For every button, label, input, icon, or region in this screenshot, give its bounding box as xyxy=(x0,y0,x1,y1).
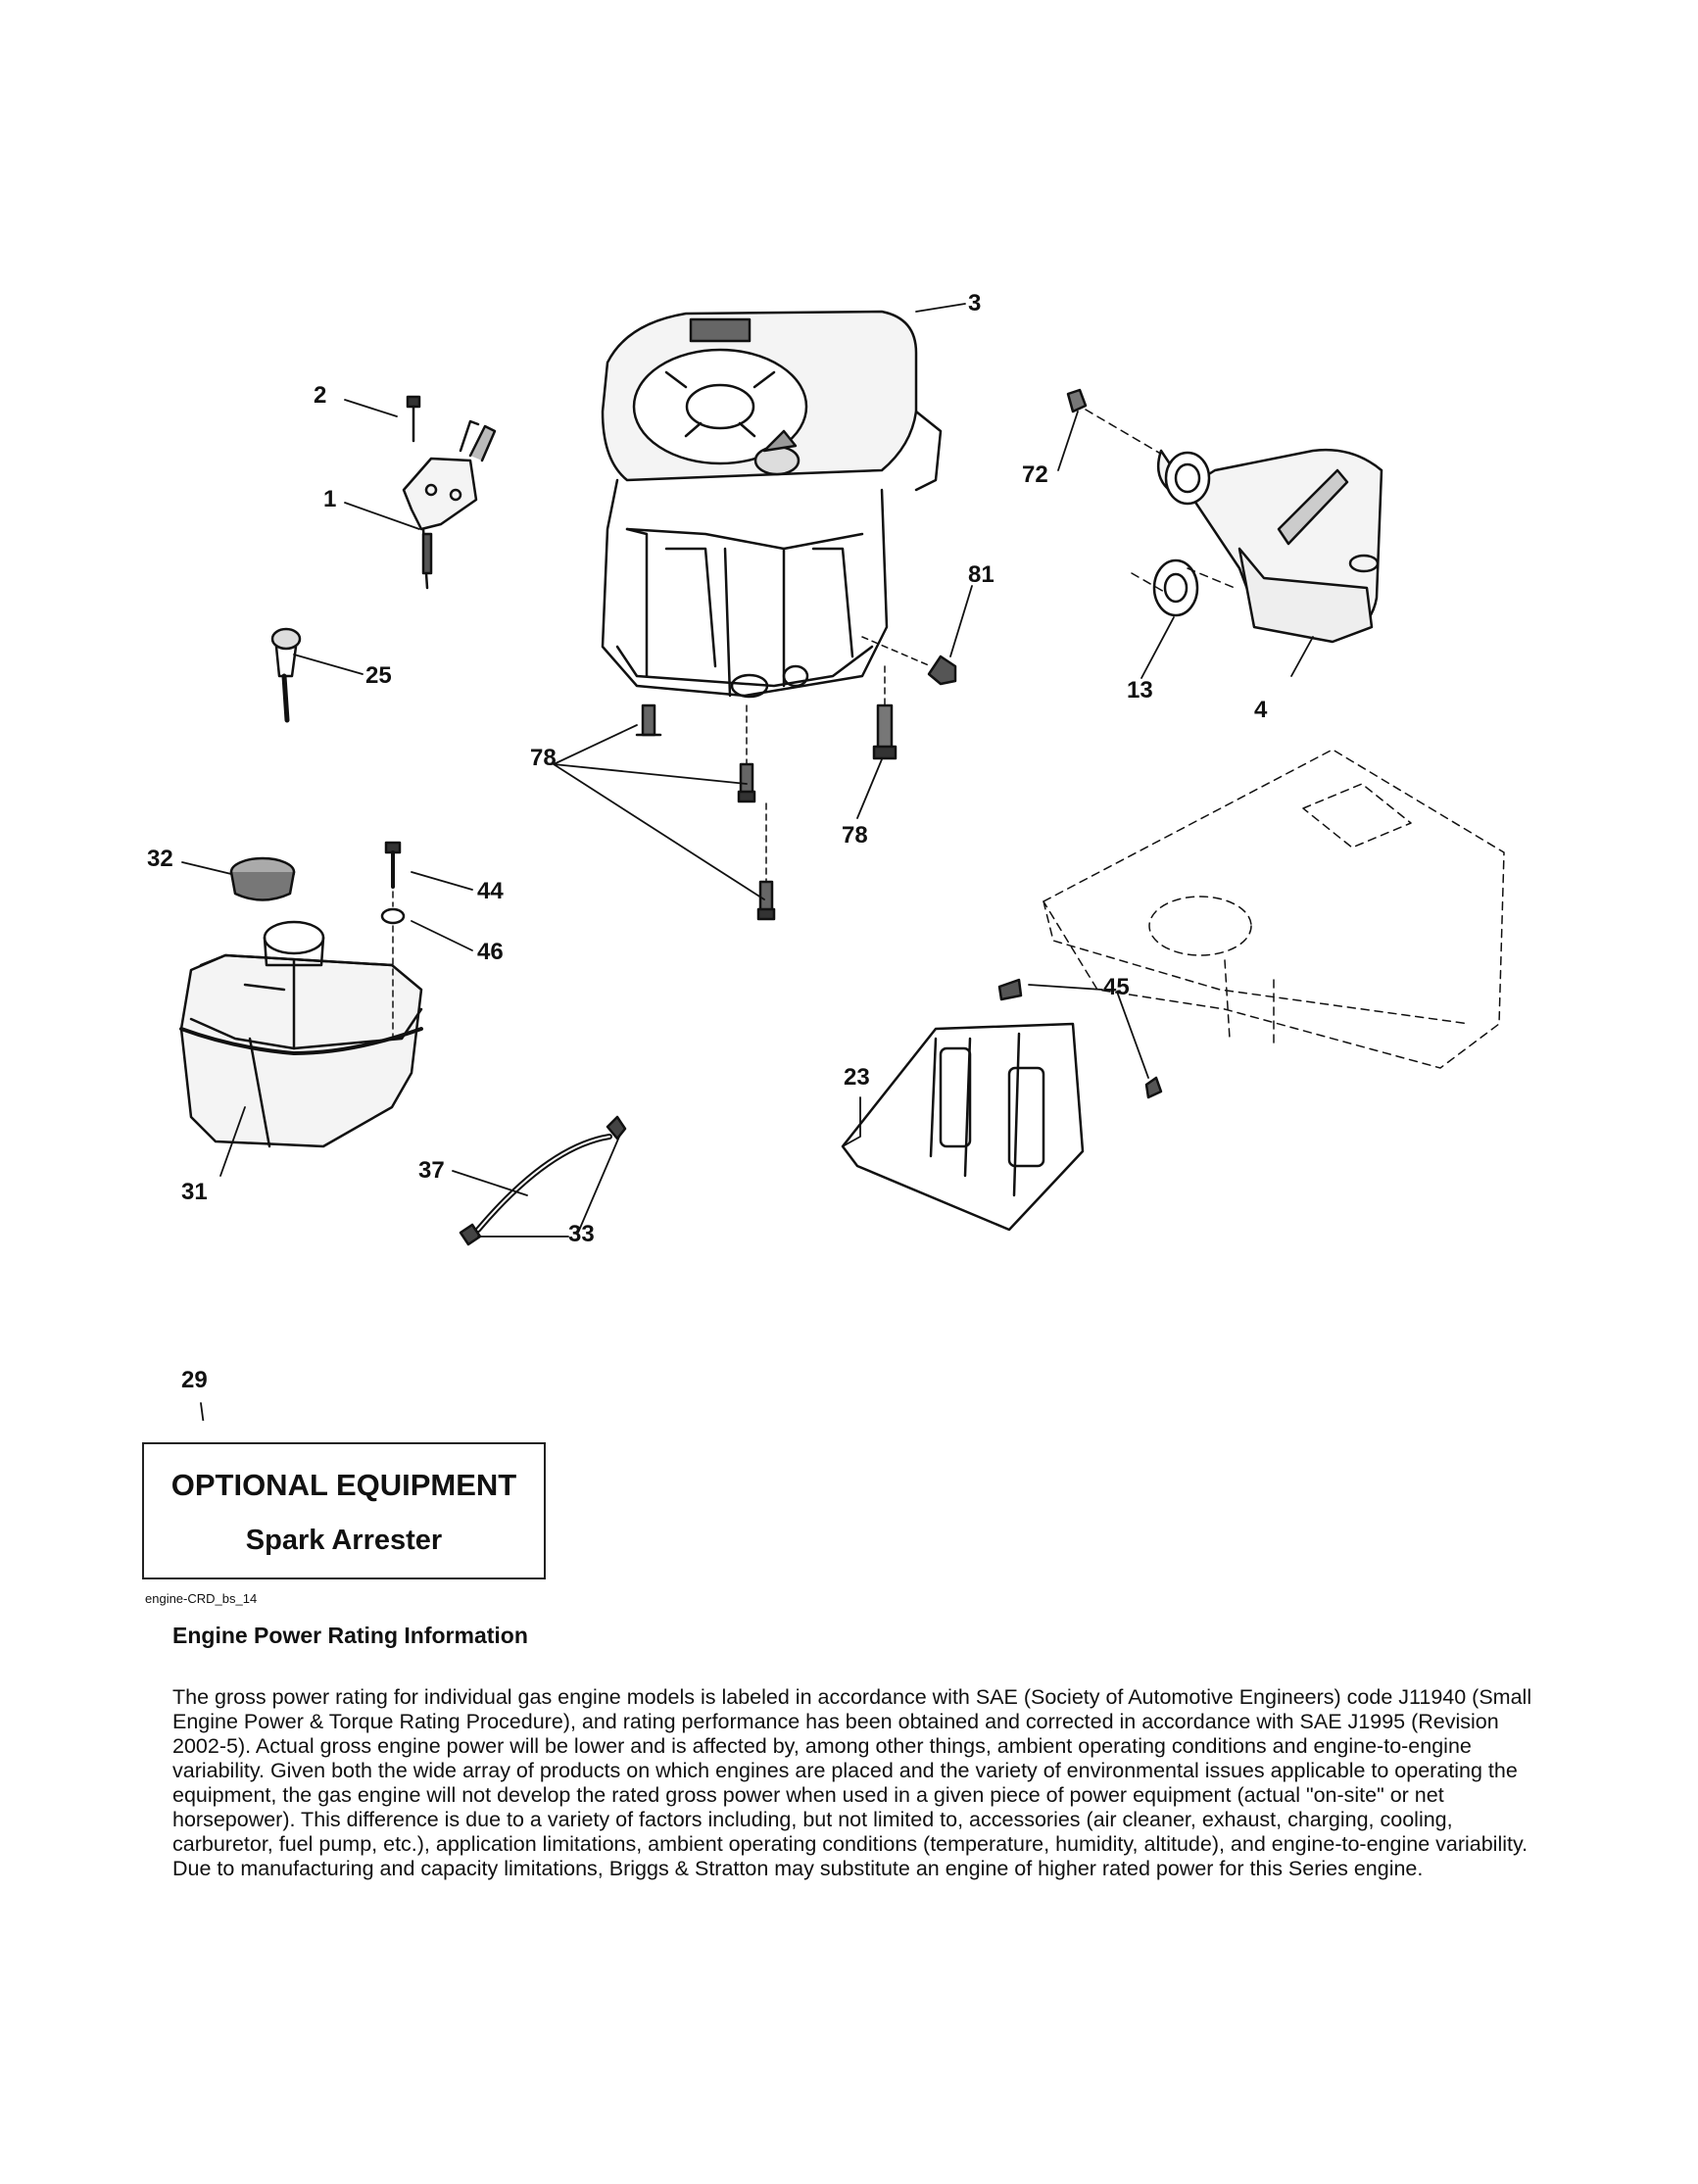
callout-label: 72 xyxy=(1022,461,1048,488)
dipstick-drawing xyxy=(270,627,302,723)
callout-label: 45 xyxy=(1103,974,1130,1000)
spark-arrester-label: Spark Arrester xyxy=(245,1525,443,1556)
fuel-tank-drawing xyxy=(179,841,423,1148)
callout-label: 13 xyxy=(1127,677,1153,704)
callout-label: 44 xyxy=(477,878,504,904)
drawing-code: engine-CRD_bs_14 xyxy=(145,1591,258,1606)
heat-shield-drawing xyxy=(841,978,1163,1232)
callout-label: 29 xyxy=(181,1367,208,1393)
callout-label: 4 xyxy=(1254,697,1268,723)
callout-label: 32 xyxy=(147,846,173,872)
frame-drawing xyxy=(1043,749,1505,1069)
callout-label: 78 xyxy=(842,822,868,849)
fasteners-drawing xyxy=(635,636,957,921)
callout-label: 46 xyxy=(477,939,504,965)
info-heading: Engine Power Rating Information xyxy=(172,1623,528,1648)
callout-label: 1 xyxy=(323,486,337,512)
parts-diagram xyxy=(179,303,1505,1421)
callout-label: 37 xyxy=(418,1157,445,1184)
callout-label: 78 xyxy=(530,745,557,771)
muffler-drawing xyxy=(1066,388,1383,644)
callout-label: 81 xyxy=(968,561,995,588)
engine-drawing xyxy=(601,310,943,699)
optional-equipment-title: OPTIONAL EQUIPMENT xyxy=(170,1468,517,1502)
callout-label: 23 xyxy=(844,1064,870,1091)
callout-label: 3 xyxy=(968,290,982,316)
callout-label: 2 xyxy=(314,382,327,409)
optional-equipment-box: OPTIONAL EQUIPMENT Spark Arrester xyxy=(142,1442,546,1579)
info-paragraph: The gross power rating for individual ga… xyxy=(172,1685,1532,1880)
callout-label: 33 xyxy=(568,1221,595,1247)
fuel-line-drawing xyxy=(459,1115,627,1246)
callout-label: 25 xyxy=(365,662,392,689)
leader-lines xyxy=(181,303,1314,1421)
throttle-bracket-drawing xyxy=(402,395,497,590)
callout-label: 31 xyxy=(181,1179,208,1205)
